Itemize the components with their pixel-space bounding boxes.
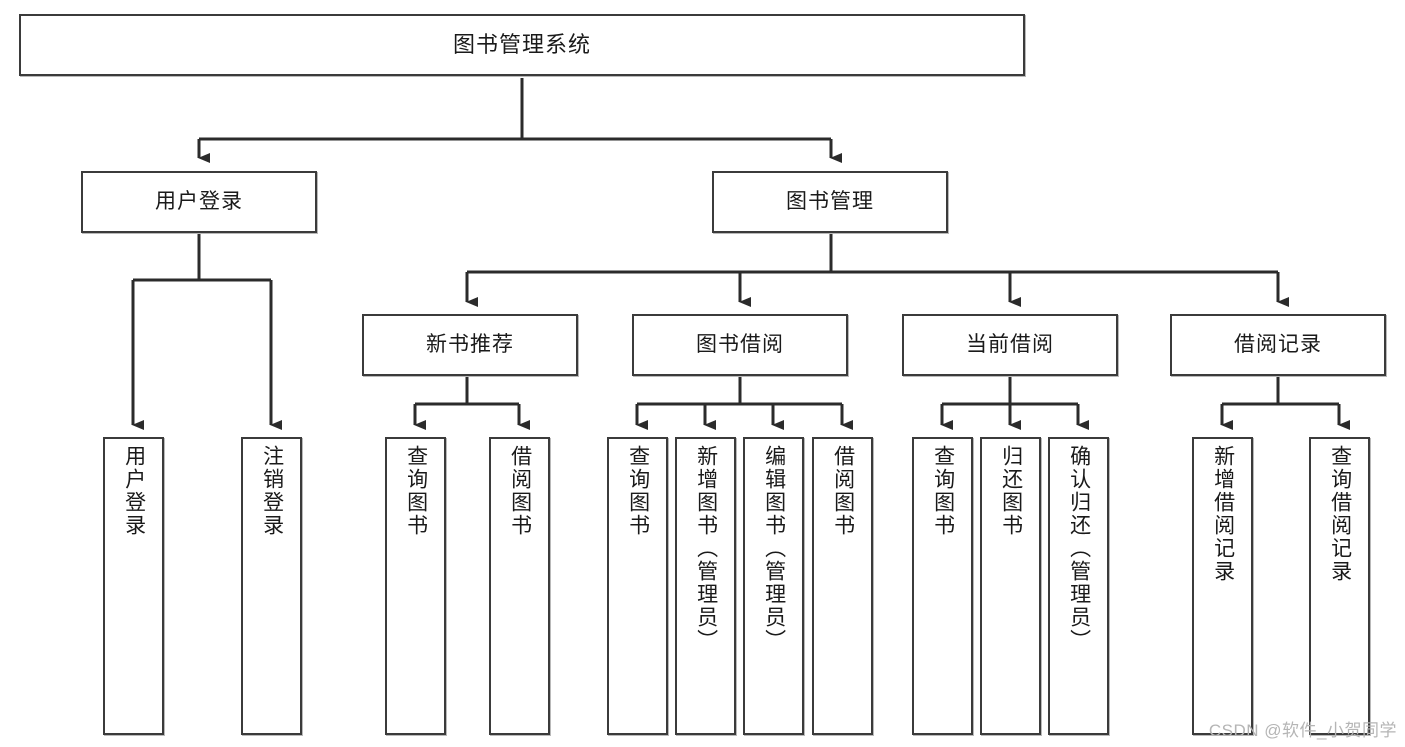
node-book-borrow[interactable]: 图书借阅 — [632, 314, 848, 376]
leaf-label: 注销登录 — [260, 445, 284, 537]
leaf-label: 新增图书（管理员） — [694, 445, 718, 652]
leaf-borrow-record-query[interactable]: 查询借阅记录 — [1309, 437, 1370, 735]
node-current-borrow[interactable]: 当前借阅 — [902, 314, 1118, 376]
leaf-label: 借阅图书 — [508, 445, 532, 537]
leaf-current-borrow-return[interactable]: 归还图书 — [980, 437, 1041, 735]
leaf-new-book-borrow[interactable]: 借阅图书 — [489, 437, 550, 735]
leaf-label: 归还图书 — [999, 445, 1023, 537]
leaf-book-borrow-edit[interactable]: 编辑图书（管理员） — [743, 437, 804, 735]
csdn-watermark: CSDN @软件_小贺同学 — [1208, 721, 1397, 740]
node-label: 用户登录 — [155, 190, 243, 214]
node-user-login[interactable]: 用户登录 — [81, 171, 317, 233]
leaf-new-book-query[interactable]: 查询图书 — [385, 437, 446, 735]
leaf-book-borrow-add[interactable]: 新增图书（管理员） — [675, 437, 736, 735]
node-label: 图书管理系统 — [452, 31, 591, 57]
node-label: 当前借阅 — [966, 333, 1054, 357]
leaf-label: 查询图书 — [931, 445, 955, 537]
leaf-borrow-record-add[interactable]: 新增借阅记录 — [1192, 437, 1253, 735]
leaf-book-borrow-query[interactable]: 查询图书 — [607, 437, 668, 735]
leaf-label: 用户登录 — [122, 445, 146, 537]
leaf-label: 查询借阅记录 — [1328, 445, 1352, 583]
leaf-current-borrow-confirm-return[interactable]: 确认归还（管理员） — [1048, 437, 1109, 735]
node-book-management[interactable]: 图书管理 — [712, 171, 948, 233]
leaf-current-borrow-query[interactable]: 查询图书 — [912, 437, 973, 735]
leaf-label: 确认归还（管理员） — [1067, 445, 1091, 652]
leaf-label: 查询图书 — [626, 445, 650, 537]
leaf-user-login-login[interactable]: 用户登录 — [103, 437, 164, 735]
node-label: 借阅记录 — [1234, 333, 1322, 357]
node-label: 新书推荐 — [426, 333, 514, 357]
node-borrow-record[interactable]: 借阅记录 — [1170, 314, 1386, 376]
node-root-system[interactable]: 图书管理系统 — [19, 14, 1025, 76]
leaf-book-borrow-borrow[interactable]: 借阅图书 — [812, 437, 873, 735]
leaf-user-login-logout[interactable]: 注销登录 — [241, 437, 302, 735]
node-label: 图书借阅 — [696, 333, 784, 357]
leaf-label: 借阅图书 — [831, 445, 855, 537]
leaf-label: 编辑图书（管理员） — [762, 445, 786, 652]
leaf-label: 查询图书 — [404, 445, 428, 537]
node-label: 图书管理 — [786, 190, 874, 214]
leaf-label: 新增借阅记录 — [1211, 445, 1235, 583]
node-new-book-recommend[interactable]: 新书推荐 — [362, 314, 578, 376]
